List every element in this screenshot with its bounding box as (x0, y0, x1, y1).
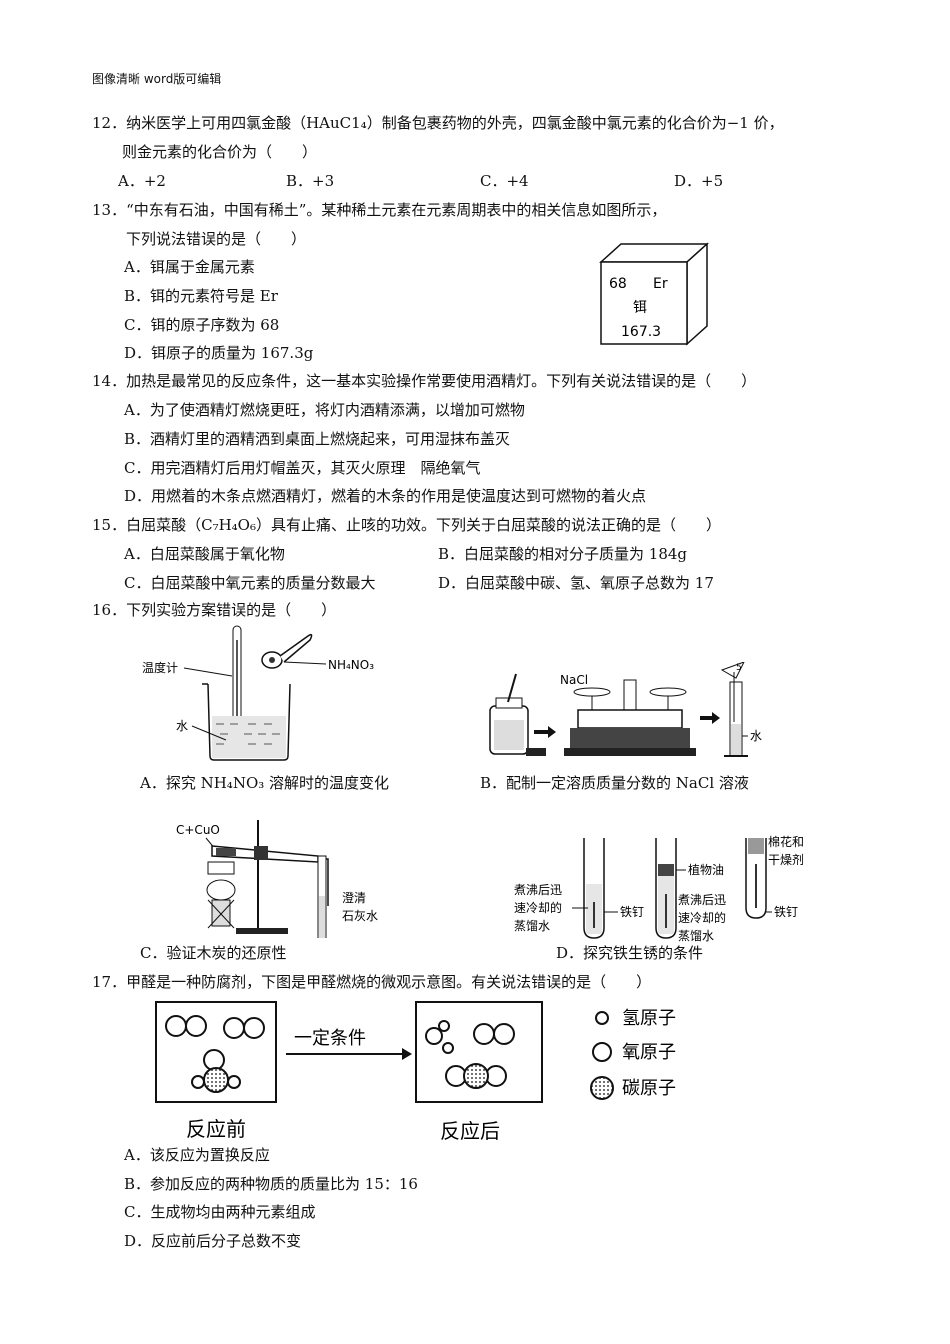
q14-stem: 14．加热是最常见的反应条件，这一基本实验操作常要使用酒精灯。下列有关说法错误的… (92, 372, 757, 390)
q14-option-c: C．用完酒精灯后用灯帽盖灭，其灭火原理 隔绝氧气 (124, 459, 481, 477)
figure-c-reduction: C+CuO 澄清 石灰水 (176, 820, 378, 938)
label-water-b: 水 (750, 729, 762, 743)
legend-carbon: 碳原子 (622, 1078, 676, 1099)
legend-oxygen: 氧原子 (622, 1042, 676, 1063)
page-header: 图像清晰 word版可编辑 (92, 72, 222, 86)
q14-option-b: B．酒精灯里的酒精洒到桌面上燃烧起来，可用湿抹布盖灭 (124, 430, 511, 448)
label-nacl: NaCl (560, 673, 588, 687)
figure-a-dissolution: 温度计 水 NH₄NO₃ (142, 625, 374, 761)
q16-caption-b: B．配制一定溶质质量分数的 NaCl 溶液 (480, 774, 749, 792)
q12-option-c: C．+4 (480, 172, 529, 190)
label-d2-line2: 速冷却的 (678, 910, 726, 925)
q17-stem: 17．甲醛是一种防腐剂，下图是甲醛燃烧的微观示意图。有关说法错误的是（ ） (92, 973, 652, 991)
q14-option-d: D．用燃着的木条点燃酒精灯，燃着的木条的作用是使温度达到可燃物的着火点 (124, 487, 647, 505)
q15-stem: 15．白屈菜酸（C₇H₄O₆）具有止痛、止咳的功效。下列关于白屈菜酸的说法正确的… (92, 516, 721, 534)
svg-text:5: 5 (736, 663, 742, 673)
q13-stem-line2: 下列说法错误的是（ ） (126, 230, 307, 248)
label-thermometer: 温度计 (142, 660, 178, 675)
label-d2-line1: 煮沸后迅 (678, 893, 726, 907)
q15-option-b: B．白屈菜酸的相对分子质量为 184g (438, 545, 688, 563)
label-nh4no3: NH₄NO₃ (328, 658, 374, 672)
figure-b-balance: NaCl 5 水 (489, 662, 762, 757)
element-number: 68 (609, 276, 627, 292)
label-c-cuo: C+CuO (176, 823, 220, 837)
label-after: 反应后 (440, 1119, 500, 1143)
q14-option-a: A．为了使酒精灯燃烧更旺，将灯内酒精添满，以增加可燃物 (124, 401, 525, 419)
q12-option-b: B．+3 (286, 172, 335, 190)
label-d-nail-2: 铁钉 (774, 905, 798, 919)
label-d-nail-1: 铁钉 (620, 905, 644, 919)
q13-stem-line1: 13．“中东有石油，中国有稀土”。某种稀土元素在元素周期表中的相关信息如图所示， (92, 201, 667, 219)
periodic-element-card: 68 Er 铒 167.3 (599, 242, 709, 346)
q17-option-d: D．反应前后分子总数不变 (124, 1232, 302, 1250)
q17-option-c: C．生成物均由两种元素组成 (124, 1203, 316, 1221)
figure-d-rusting: 煮沸后迅 速冷却的 蒸馏水 铁钉 植物油 煮沸后迅 速冷却的 蒸馏水 棉花和 干… (514, 834, 804, 943)
q13-option-d: D．铒原子的质量为 167.3g (124, 344, 314, 362)
label-d-oil: 植物油 (688, 862, 724, 877)
q16-stem: 16．下列实验方案错误的是（ ） (92, 601, 337, 619)
figure-q17-molecular-diagram: 反应前 一定条件 反应后 氢原子 氧原子 碳原子 (155, 1001, 676, 1143)
q16-caption-d: D．探究铁生锈的条件 (556, 944, 704, 962)
label-limewater-2: 石灰水 (342, 909, 378, 923)
q12-option-d: D．+5 (674, 172, 724, 190)
label-d-cotton-1: 棉花和 (768, 834, 804, 849)
q15-option-d: D．白屈菜酸中碳、氢、氧原子总数为 17 (438, 574, 714, 592)
q13-option-c: C．铒的原子序数为 68 (124, 316, 280, 334)
q12-stem-line2: 则金元素的化合价为（ ） (122, 143, 318, 161)
label-d2-line3: 蒸馏水 (678, 929, 714, 943)
label-limewater-1: 澄清 (342, 890, 366, 905)
q15-option-c: C．白屈菜酸中氧元素的质量分数最大 (124, 574, 376, 592)
q13-option-b: B．铒的元素符号是 Er (124, 287, 278, 305)
label-condition: 一定条件 (294, 1028, 366, 1049)
q16-caption-c: C．验证木炭的还原性 (140, 944, 287, 962)
label-d-cotton-2: 干燥剂 (768, 852, 804, 867)
q13-option-a: A．铒属于金属元素 (124, 258, 255, 276)
q17-option-a: A．该反应为置换反应 (124, 1146, 270, 1164)
element-name: 铒 (633, 300, 647, 316)
label-before: 反应前 (186, 1117, 246, 1141)
label-water-a: 水 (176, 719, 188, 733)
label-d1-line1: 煮沸后迅 (514, 883, 562, 897)
label-d1-line3: 蒸馏水 (514, 919, 550, 933)
label-d1-line2: 速冷却的 (514, 900, 562, 915)
q17-option-b: B．参加反应的两种物质的质量比为 15：16 (124, 1175, 418, 1193)
element-symbol: Er (653, 276, 668, 292)
q12-stem-line1: 12．纳米医学上可用四氯金酸（HAuC1₄）制备包裹药物的外壳，四氯金酸中氯元素… (92, 114, 784, 132)
legend-hydrogen: 氢原子 (622, 1008, 676, 1029)
q15-option-a: A．白屈菜酸属于氧化物 (124, 545, 285, 563)
q16-caption-a: A．探究 NH₄NO₃ 溶解时的温度变化 (140, 774, 390, 792)
q12-option-a: A．+2 (118, 172, 166, 190)
element-mass: 167.3 (621, 324, 661, 340)
